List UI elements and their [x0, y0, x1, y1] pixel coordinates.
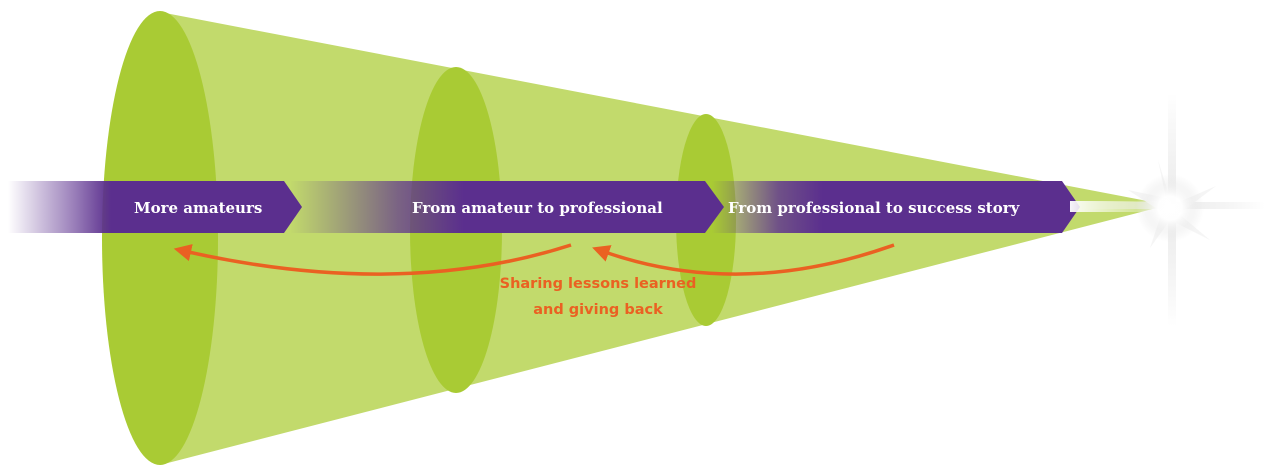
stage-label-more-amateurs: More amateurs [134, 199, 262, 217]
success-star-icon [1082, 94, 1265, 326]
feedback-note-line-2: and giving back [533, 302, 663, 318]
feedback-arrow-right [592, 243, 895, 276]
stage-arrow-3 [712, 181, 1080, 233]
funnel-cone-body [160, 12, 1168, 465]
stage-arrow-2 [290, 181, 724, 233]
feedback-arrow-left [173, 243, 572, 276]
funnel-opening [102, 11, 218, 465]
stage-arrow-tail [1070, 201, 1165, 212]
feedback-note-line-1: Sharing lessons learned [500, 276, 697, 292]
stage-arrow-1 [8, 181, 302, 233]
stage-arrow-band [8, 181, 1165, 233]
stage-label-professional-to-success: From professional to success story [728, 199, 1021, 217]
stage-label-amateur-to-professional: From amateur to professional [412, 199, 663, 217]
